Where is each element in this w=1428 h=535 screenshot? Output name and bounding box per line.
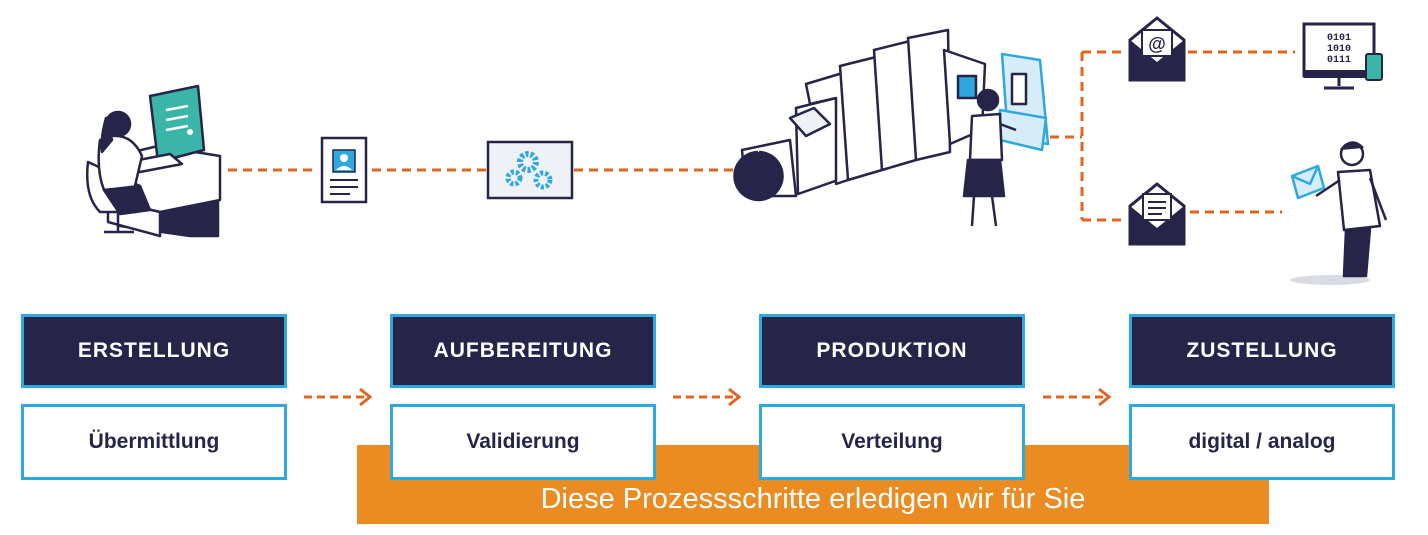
stage-produktion: PRODUKTION	[759, 314, 1025, 388]
dashed-arrow-icon	[673, 387, 742, 407]
banner-text: Diese Prozessschritte erledigen wir für …	[540, 483, 1086, 515]
process-connectors	[228, 50, 1295, 222]
substep-validierung: Validierung	[390, 404, 656, 480]
dashed-arrow-icon	[1043, 387, 1112, 407]
document-with-photo-icon	[320, 136, 368, 204]
person-receiving-letter-icon	[1290, 141, 1388, 285]
letter-envelope-icon	[1128, 182, 1186, 246]
binary-line: 0111	[1327, 55, 1351, 66]
email-envelope-icon: @	[1128, 16, 1186, 82]
email-at-symbol: @	[1148, 34, 1166, 54]
dashed-arrow-icon	[304, 387, 373, 407]
stage-zustellung: ZUSTELLUNG	[1129, 314, 1395, 388]
operator-person-icon	[962, 52, 1050, 227]
substep-digital-analog: digital / analog	[1129, 404, 1395, 480]
binary-line: 0101	[1327, 33, 1351, 44]
substep-uebermittlung: Übermittlung	[21, 404, 287, 480]
computer-and-phone-binary-icon: 0101 1010 0111	[1302, 22, 1383, 90]
stage-aufbereitung: AUFBEREITUNG	[390, 314, 656, 388]
gears-icon	[486, 140, 574, 200]
production-printer-icon	[733, 28, 987, 202]
person-at-computer-icon	[86, 84, 222, 238]
substep-verteilung: Verteilung	[759, 404, 1025, 480]
stage-erstellung: ERSTELLUNG	[21, 314, 287, 388]
binary-line: 1010	[1327, 44, 1351, 55]
